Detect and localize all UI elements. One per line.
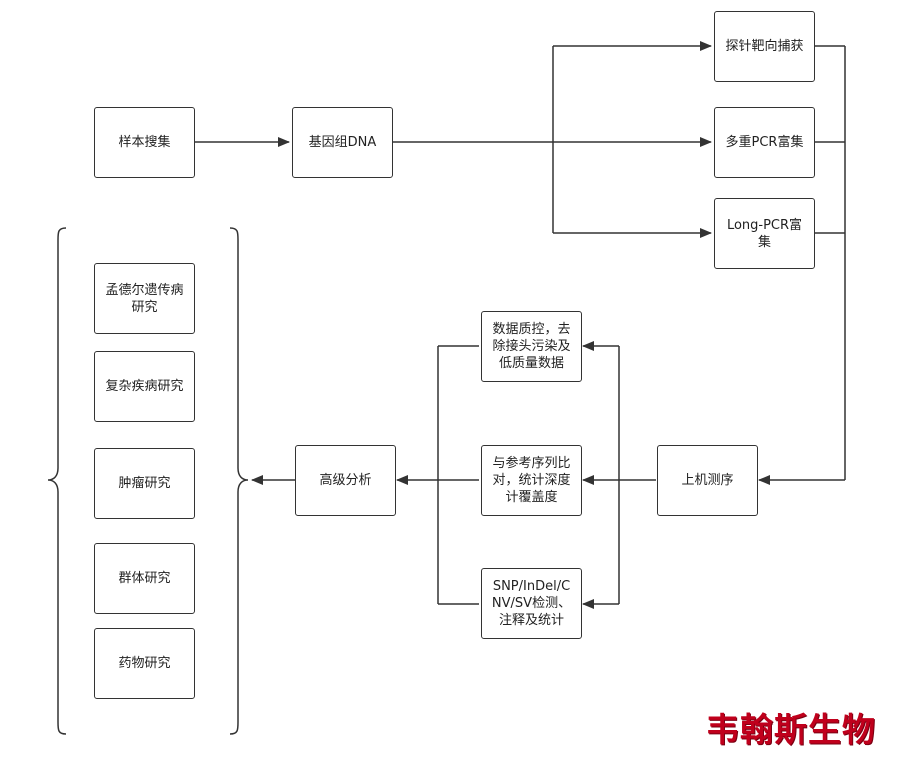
data-qc-node: 数据质控，去除接头污染及低质量数据 bbox=[481, 311, 582, 382]
left-brace bbox=[47, 227, 67, 735]
application-tumor: 肿瘤研究 bbox=[94, 448, 195, 519]
application-population: 群体研究 bbox=[94, 543, 195, 614]
multiplex-pcr-node: 多重PCR富集 bbox=[714, 107, 815, 178]
long-pcr-node: Long-PCR富集 bbox=[714, 198, 815, 269]
application-mendelian: 孟德尔遗传病研究 bbox=[94, 263, 195, 334]
application-complex-disease: 复杂疾病研究 bbox=[94, 351, 195, 422]
application-drug: 药物研究 bbox=[94, 628, 195, 699]
right-brace bbox=[229, 227, 249, 735]
alignment-node: 与参考序列比对，统计深度计覆盖度 bbox=[481, 445, 582, 516]
sample-collection-node: 样本搜集 bbox=[94, 107, 195, 178]
sequencing-node: 上机测序 bbox=[657, 445, 758, 516]
genomic-dna-node: 基因组DNA bbox=[292, 107, 393, 178]
probe-capture-node: 探针靶向捕获 bbox=[714, 11, 815, 82]
variant-calling-node: SNP/InDel/CNV/SV检测、注释及统计 bbox=[481, 568, 582, 639]
brand-watermark: 韦翰斯生物 bbox=[706, 710, 876, 749]
advanced-analysis-node: 高级分析 bbox=[295, 445, 396, 516]
